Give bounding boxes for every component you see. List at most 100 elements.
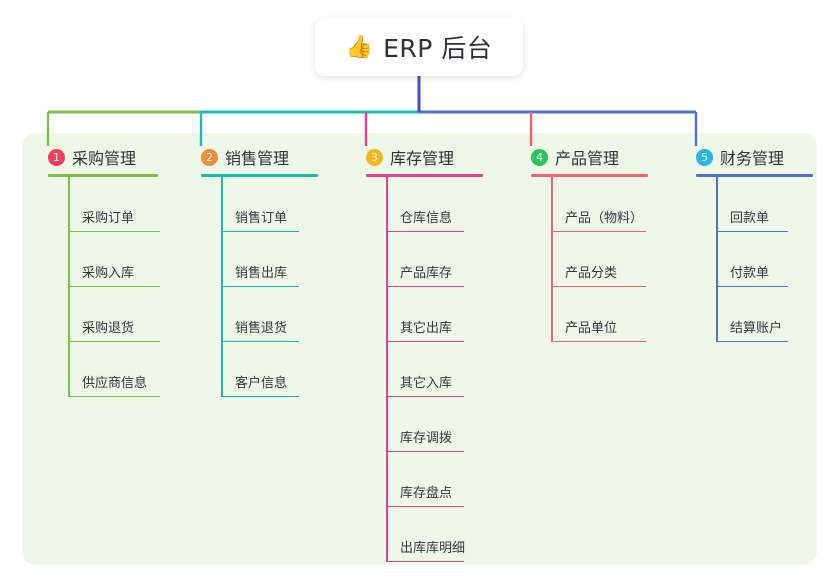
branch-number-badge: 3 (366, 148, 383, 166)
branch-item[interactable]: 产品分类 (525, 232, 648, 287)
branch-number-badge: 4 (531, 148, 548, 166)
branch-item-rule (551, 340, 646, 342)
branch-items: 仓库信息产品库存其它出库其它入库库存调拨库存盘点出库库明细 (360, 177, 483, 562)
branch-item-rule (716, 230, 788, 232)
branch-item-label: 产品分类 (565, 266, 618, 281)
branch-item[interactable]: 采购退货 (42, 287, 160, 342)
branch-column-2: 2 销售管理销售订单销售出库销售退货客户信息 (195, 146, 318, 397)
branch-header-rule (48, 174, 158, 177)
branch-item[interactable]: 产品库存 (360, 232, 483, 287)
branch-item-label: 销售订单 (235, 211, 288, 226)
branch-item-label: 产品单位 (565, 321, 618, 336)
branch-number-badge: 2 (201, 148, 218, 166)
branch-item-rule (386, 505, 464, 507)
branch-spine (551, 177, 553, 342)
branch-item[interactable]: 产品（物料） (525, 177, 648, 232)
branch-item-label: 采购订单 (82, 211, 135, 226)
branch-item-rule (386, 450, 464, 452)
branch-header-1[interactable]: 1 采购管理 (42, 146, 158, 168)
branch-item-label: 其它入库 (400, 376, 453, 391)
branch-title: 财务管理 (720, 149, 785, 168)
branch-item-label: 客户信息 (235, 376, 288, 391)
branch-item-rule (386, 230, 464, 232)
branch-spine (68, 177, 70, 397)
branch-item-rule (716, 340, 788, 342)
branch-item-label: 产品库存 (400, 266, 453, 281)
branch-item[interactable]: 库存调拨 (360, 397, 483, 452)
branch-header-rule (696, 174, 813, 177)
branch-item[interactable]: 销售订单 (195, 177, 318, 232)
branch-items: 回款单付款单结算账户 (690, 177, 813, 342)
branch-item-rule (221, 285, 299, 287)
branch-item-rule (221, 340, 299, 342)
branch-title: 销售管理 (225, 149, 290, 168)
branch-item-label: 库存调拨 (400, 431, 453, 446)
branch-item-label: 其它出库 (400, 321, 453, 336)
branch-spine (386, 177, 388, 562)
branch-item[interactable]: 其它入库 (360, 342, 483, 397)
branch-header-rule (531, 174, 648, 177)
branch-title: 采购管理 (72, 149, 137, 168)
branch-item[interactable]: 供应商信息 (42, 342, 160, 397)
branch-item-rule (221, 230, 299, 232)
branch-header-4[interactable]: 4 产品管理 (525, 146, 648, 168)
branch-item-rule (68, 285, 160, 287)
branch-items: 销售订单销售出库销售退货客户信息 (195, 177, 318, 397)
branch-item[interactable]: 仓库信息 (360, 177, 483, 232)
branch-item[interactable]: 结算账户 (690, 287, 813, 342)
branch-column-5: 5 财务管理回款单付款单结算账户 (690, 146, 813, 342)
branch-header-rule (366, 174, 483, 177)
branch-column-4: 4 产品管理产品（物料） 产品分类产品单位 (525, 146, 648, 342)
branch-item[interactable]: 出库库明细 (360, 507, 483, 562)
branch-title: 库存管理 (390, 149, 455, 168)
root-node[interactable]: 👍 ERP 后台 (315, 18, 523, 76)
branch-item[interactable]: 采购订单 (42, 177, 160, 232)
branch-item-label: 回款单 (730, 211, 770, 226)
branch-column-3: 3 库存管理仓库信息产品库存其它出库其它入库库存调拨库存盘点出库库明细 (360, 146, 483, 562)
branch-item[interactable]: 产品单位 (525, 287, 648, 342)
branch-item[interactable]: 付款单 (690, 232, 813, 287)
branch-column-1: 1 采购管理采购订单采购入库采购退货供应商信息 (42, 146, 160, 397)
branch-spine (716, 177, 718, 342)
branch-items: 产品（物料） 产品分类产品单位 (525, 177, 648, 342)
branch-item-rule (386, 340, 464, 342)
branch-item-label: 供应商信息 (82, 376, 148, 391)
diagram-panel (22, 133, 817, 565)
branch-header-2[interactable]: 2 销售管理 (195, 146, 318, 168)
branch-header-3[interactable]: 3 库存管理 (360, 146, 483, 168)
branch-item-label: 产品（物料） (565, 211, 644, 226)
branch-item-rule (386, 285, 464, 287)
branch-spine (221, 177, 223, 397)
branch-item[interactable]: 库存盘点 (360, 452, 483, 507)
branch-item[interactable]: 回款单 (690, 177, 813, 232)
branch-item-label: 出库库明细 (400, 541, 466, 556)
thumbs-up-icon: 👍 (345, 34, 374, 59)
branch-item[interactable]: 销售退货 (195, 287, 318, 342)
branch-item-label: 仓库信息 (400, 211, 453, 226)
branch-item-rule (68, 395, 160, 397)
branch-item-rule (551, 230, 646, 232)
branch-item-label: 销售退货 (235, 321, 288, 336)
branch-items: 采购订单采购入库采购退货供应商信息 (42, 177, 160, 397)
branch-item-rule (68, 340, 160, 342)
branch-item[interactable]: 客户信息 (195, 342, 318, 397)
branch-item-label: 采购入库 (82, 266, 135, 281)
branch-item[interactable]: 其它出库 (360, 287, 483, 342)
branch-item-rule (716, 285, 788, 287)
branch-header-rule (201, 174, 318, 177)
branch-item-rule (386, 560, 464, 562)
branch-item-rule (551, 285, 646, 287)
branch-number-badge: 5 (696, 148, 713, 166)
branch-header-5[interactable]: 5 财务管理 (690, 146, 813, 168)
branch-item-label: 付款单 (730, 266, 770, 281)
branch-number-badge: 1 (48, 148, 65, 166)
branch-item[interactable]: 销售出库 (195, 232, 318, 287)
branch-title: 产品管理 (555, 149, 620, 168)
branch-item-rule (68, 230, 160, 232)
branch-item-label: 采购退货 (82, 321, 135, 336)
branch-item-rule (386, 395, 464, 397)
branch-item[interactable]: 采购入库 (42, 232, 160, 287)
branch-item-rule (221, 395, 299, 397)
root-title: ERP 后台 (383, 34, 493, 63)
